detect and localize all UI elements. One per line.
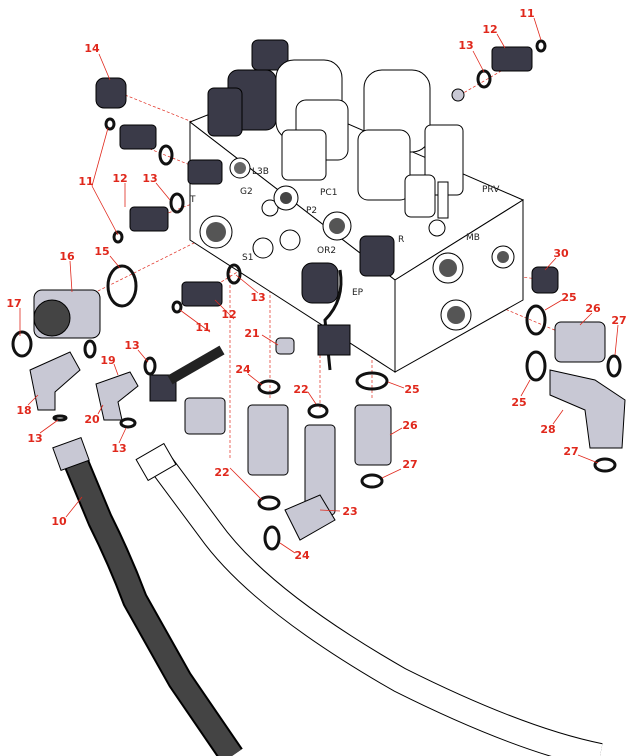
port-label-s1: S1 — [242, 253, 253, 263]
fittings — [29, 46, 626, 541]
callout-label: 25 — [561, 291, 576, 304]
port-labels: T L3B G2 PC1 P2 PRV S1 OR2 R MB EP — [189, 167, 500, 298]
callout-label: 12 — [482, 23, 497, 36]
callout-label: 22 — [293, 383, 308, 396]
port-label-r: R — [398, 235, 404, 245]
callout-label: 27 — [563, 445, 578, 458]
callouts: 11 12 13 14 11 12 13 15 16 17 12 11 13 3… — [6, 7, 626, 562]
port-label-mb: MB — [466, 233, 480, 243]
callout-label: 18 — [16, 404, 31, 417]
callout-label: 13 — [124, 339, 139, 352]
port-label-pc1: PC1 — [320, 188, 337, 198]
callout-label: 24 — [235, 363, 251, 376]
port-label-p2: P2 — [306, 206, 317, 216]
callout-label: 15 — [94, 245, 109, 258]
callout-label: 22 — [214, 466, 229, 479]
callout-label: 11 — [78, 175, 93, 188]
callout-label: 13 — [142, 172, 157, 185]
callout-label: 21 — [244, 327, 259, 340]
callout-label: 23 — [342, 505, 357, 518]
port-label-g2: G2 — [240, 187, 253, 197]
port-label-l3b: L3B — [252, 167, 269, 177]
callout-label: 10 — [51, 515, 67, 528]
manifold-block — [189, 89, 525, 373]
callout-label: 11 — [195, 321, 210, 334]
callout-label: 26 — [402, 419, 418, 432]
callout-label: 27 — [611, 314, 626, 327]
cartridge-valves — [207, 39, 464, 219]
callout-label: 26 — [585, 302, 601, 315]
callout-label: 17 — [6, 297, 21, 310]
callout-label: 19 — [100, 354, 115, 367]
callout-label: 30 — [553, 247, 569, 260]
callout-label: 25 — [511, 396, 526, 409]
callout-label: 13 — [458, 39, 473, 52]
callout-label: 27 — [402, 458, 417, 471]
port-label-t: T — [189, 195, 196, 205]
callout-label: 24 — [294, 549, 310, 562]
pressure-sensor — [301, 235, 395, 371]
callout-label: 12 — [221, 308, 236, 321]
hoses — [52, 436, 603, 756]
callout-label: 28 — [540, 423, 555, 436]
o-rings — [11, 39, 622, 551]
callout-label: 14 — [84, 42, 100, 55]
callout-label: 11 — [519, 7, 534, 20]
port-label-ep: EP — [352, 288, 364, 298]
callout-label: 16 — [59, 250, 75, 263]
callout-label: 20 — [84, 413, 100, 426]
callout-label: 13 — [27, 432, 42, 445]
port-label-or2: OR2 — [317, 246, 336, 256]
callout-label: 25 — [404, 383, 419, 396]
callout-label: 13 — [250, 291, 265, 304]
callout-label: 12 — [112, 172, 127, 185]
port-label-prv: PRV — [482, 185, 500, 195]
callout-label: 13 — [111, 442, 126, 455]
